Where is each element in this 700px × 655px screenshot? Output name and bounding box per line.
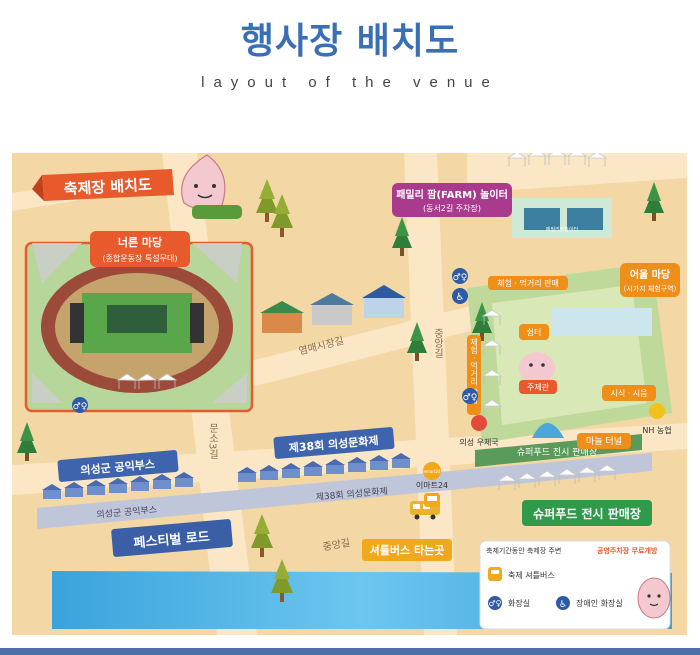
accessible-restroom-icon: ♿ (452, 288, 468, 304)
garlic-mascot-icon (637, 577, 671, 619)
stage-name: 너른 마당 (118, 235, 162, 249)
farm-sub: (동서2길 주차장) (423, 203, 481, 213)
legend-note-prefix: 축제기간동안 축제장 주변 (486, 546, 561, 555)
nh-text: NH 농협 (642, 425, 671, 435)
legend-accessible-icon: ♿ (556, 596, 570, 610)
farm-sign: 패밀리팜놀이터 (546, 226, 578, 233)
market-tents (260, 285, 406, 333)
page-subtitle: layout of the venue (201, 74, 499, 91)
legend-panel: 축제기간동안 축제장 주변 공영주차장 무료개방 축제 셔틀버스 ♂♀ 화장실 … (479, 540, 671, 630)
food-top-box (488, 276, 568, 290)
bottom-bar (0, 648, 700, 655)
superfood-label-text: 슈퍼푸드 전시 판매장 (533, 506, 641, 521)
street-jungang-top: 중앙길 (432, 328, 444, 358)
theme-tent-icon (519, 352, 555, 384)
legend-shuttle: 축제 셔틀버스 (508, 570, 555, 580)
restroom-icon: ♂♀ (452, 268, 468, 284)
garlic-mascot-icon (181, 154, 242, 219)
legend-note-highlight: 공영주차장 무료개방 (597, 546, 658, 555)
post-office-text: 의성 우체국 (459, 437, 498, 447)
legend-restroom: 화장실 (508, 598, 530, 608)
superfood-label-box (522, 500, 652, 526)
cultural-label-box (273, 427, 395, 459)
svg-text:♿: ♿ (456, 292, 465, 303)
festival-map-banner: 축제장 배치도 (32, 169, 174, 201)
yard-ground-paths (492, 285, 647, 425)
svg-text:♂♀: ♂♀ (73, 402, 88, 412)
venue-map: 슈퍼푸드 전시 판매장 염매시장길 중앙길 문소3길 중앙길 제38회 의성문화… (12, 153, 687, 635)
stage-sub: (종합운동장 특설무대) (102, 253, 177, 263)
food-top-text: 체험 · 먹거리 판매 (497, 278, 559, 288)
sisik-box (602, 385, 656, 401)
gov-label-box (57, 450, 179, 482)
jumak-text: 쉼터 (527, 327, 542, 337)
gov-label-text: 의성군 공익부스 (80, 457, 156, 477)
farm-area (512, 198, 612, 238)
legend-restroom-icon: ♂♀ (488, 596, 502, 610)
jumak-tent-text: 주제관 (527, 382, 550, 392)
svg-text:♿: ♿ (559, 600, 567, 610)
shuttle-stop-box (362, 539, 452, 561)
restroom-icon: ♂♀ (72, 397, 88, 413)
emart-text: 이마트24 (416, 480, 448, 490)
stadium (24, 241, 254, 413)
page-title: 행사장 배치도 (240, 21, 460, 62)
festival-road-box (111, 519, 233, 557)
yard-picture (552, 308, 652, 336)
food-side-text: 체험 · 먹거리 판매 (469, 337, 478, 405)
street-munso: 문소3길 (207, 423, 219, 460)
tunnel-box (577, 433, 631, 449)
legend-accessible: 장애인 화장실 (576, 598, 623, 608)
yard-label-box (620, 263, 680, 297)
legend-bus-icon (488, 567, 502, 581)
svg-text:♂♀: ♂♀ (453, 273, 468, 283)
festival-road-text: 페스티벌 로드 (133, 529, 210, 552)
svg-text:♂♀: ♂♀ (463, 393, 478, 403)
nh-icon (649, 403, 665, 419)
stage-label-box (90, 231, 190, 267)
emart-icon (423, 462, 441, 480)
bus-stop-icon (424, 493, 440, 507)
farm-name: 패밀리 팜(FARM) 놀이터 (396, 188, 508, 201)
restroom-icon: ♂♀ (462, 388, 478, 404)
sisik-text: 시식 · 시음 (610, 389, 647, 398)
farm-label-box (392, 183, 512, 217)
festival-road-strip (37, 453, 652, 529)
svg-text:♂♀: ♂♀ (488, 599, 501, 608)
jumak-tent-box (519, 380, 557, 394)
shuttle-stop-text: 셔틀버스 타는곳 (370, 543, 445, 557)
jumak-box (519, 324, 549, 340)
yard-sub: (시가지 체험구역) (624, 284, 677, 293)
yard-name: 어울 마당 (630, 268, 671, 281)
tunnel-text: 마늘 터널 (586, 436, 622, 447)
banner-text: 축제장 배치도 (63, 176, 152, 199)
garlic-tunnel (532, 423, 564, 438)
emart-sign: emart24 (423, 469, 441, 474)
superfood-lane-text: 슈퍼푸드 전시 판매장 (517, 447, 597, 458)
post-office-icon (471, 415, 487, 431)
